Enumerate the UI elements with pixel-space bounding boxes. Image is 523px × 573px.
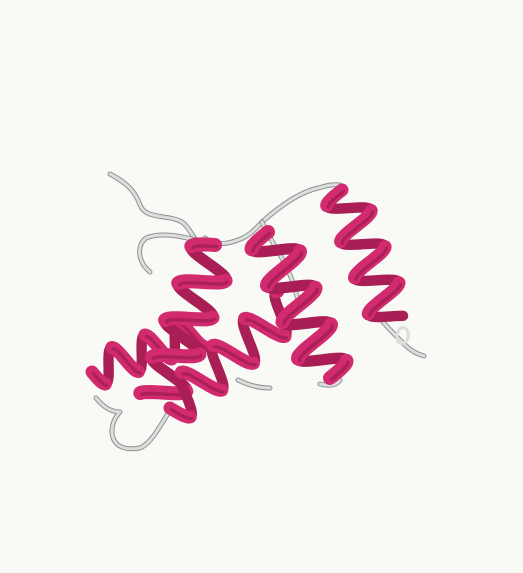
helix-5 — [320, 183, 409, 323]
coil-segment-outline — [93, 395, 173, 452]
coil-segment — [108, 172, 198, 242]
helix-back-face — [321, 201, 409, 323]
coil-segment — [260, 183, 342, 224]
helix-segments — [85, 183, 409, 424]
coil-segment — [138, 233, 198, 274]
helix-back-face — [174, 287, 292, 422]
helix-front-face — [244, 225, 354, 385]
helix-shading — [169, 291, 289, 421]
coil-segment — [236, 378, 272, 390]
helix-back-face — [146, 241, 232, 396]
helix-shading — [140, 244, 229, 397]
helix-2 — [133, 237, 233, 401]
helix-shading — [91, 322, 207, 388]
coil-segment — [94, 396, 172, 451]
coil-loop — [395, 326, 410, 345]
helix-shading — [326, 189, 403, 318]
coil-segment-outline — [107, 171, 199, 243]
helix-front-face — [320, 183, 406, 321]
helix-shading — [251, 231, 350, 382]
helix-3 — [163, 285, 292, 424]
helix-4 — [244, 225, 354, 385]
coil-segment — [318, 378, 342, 387]
helix-back-face — [246, 243, 352, 367]
